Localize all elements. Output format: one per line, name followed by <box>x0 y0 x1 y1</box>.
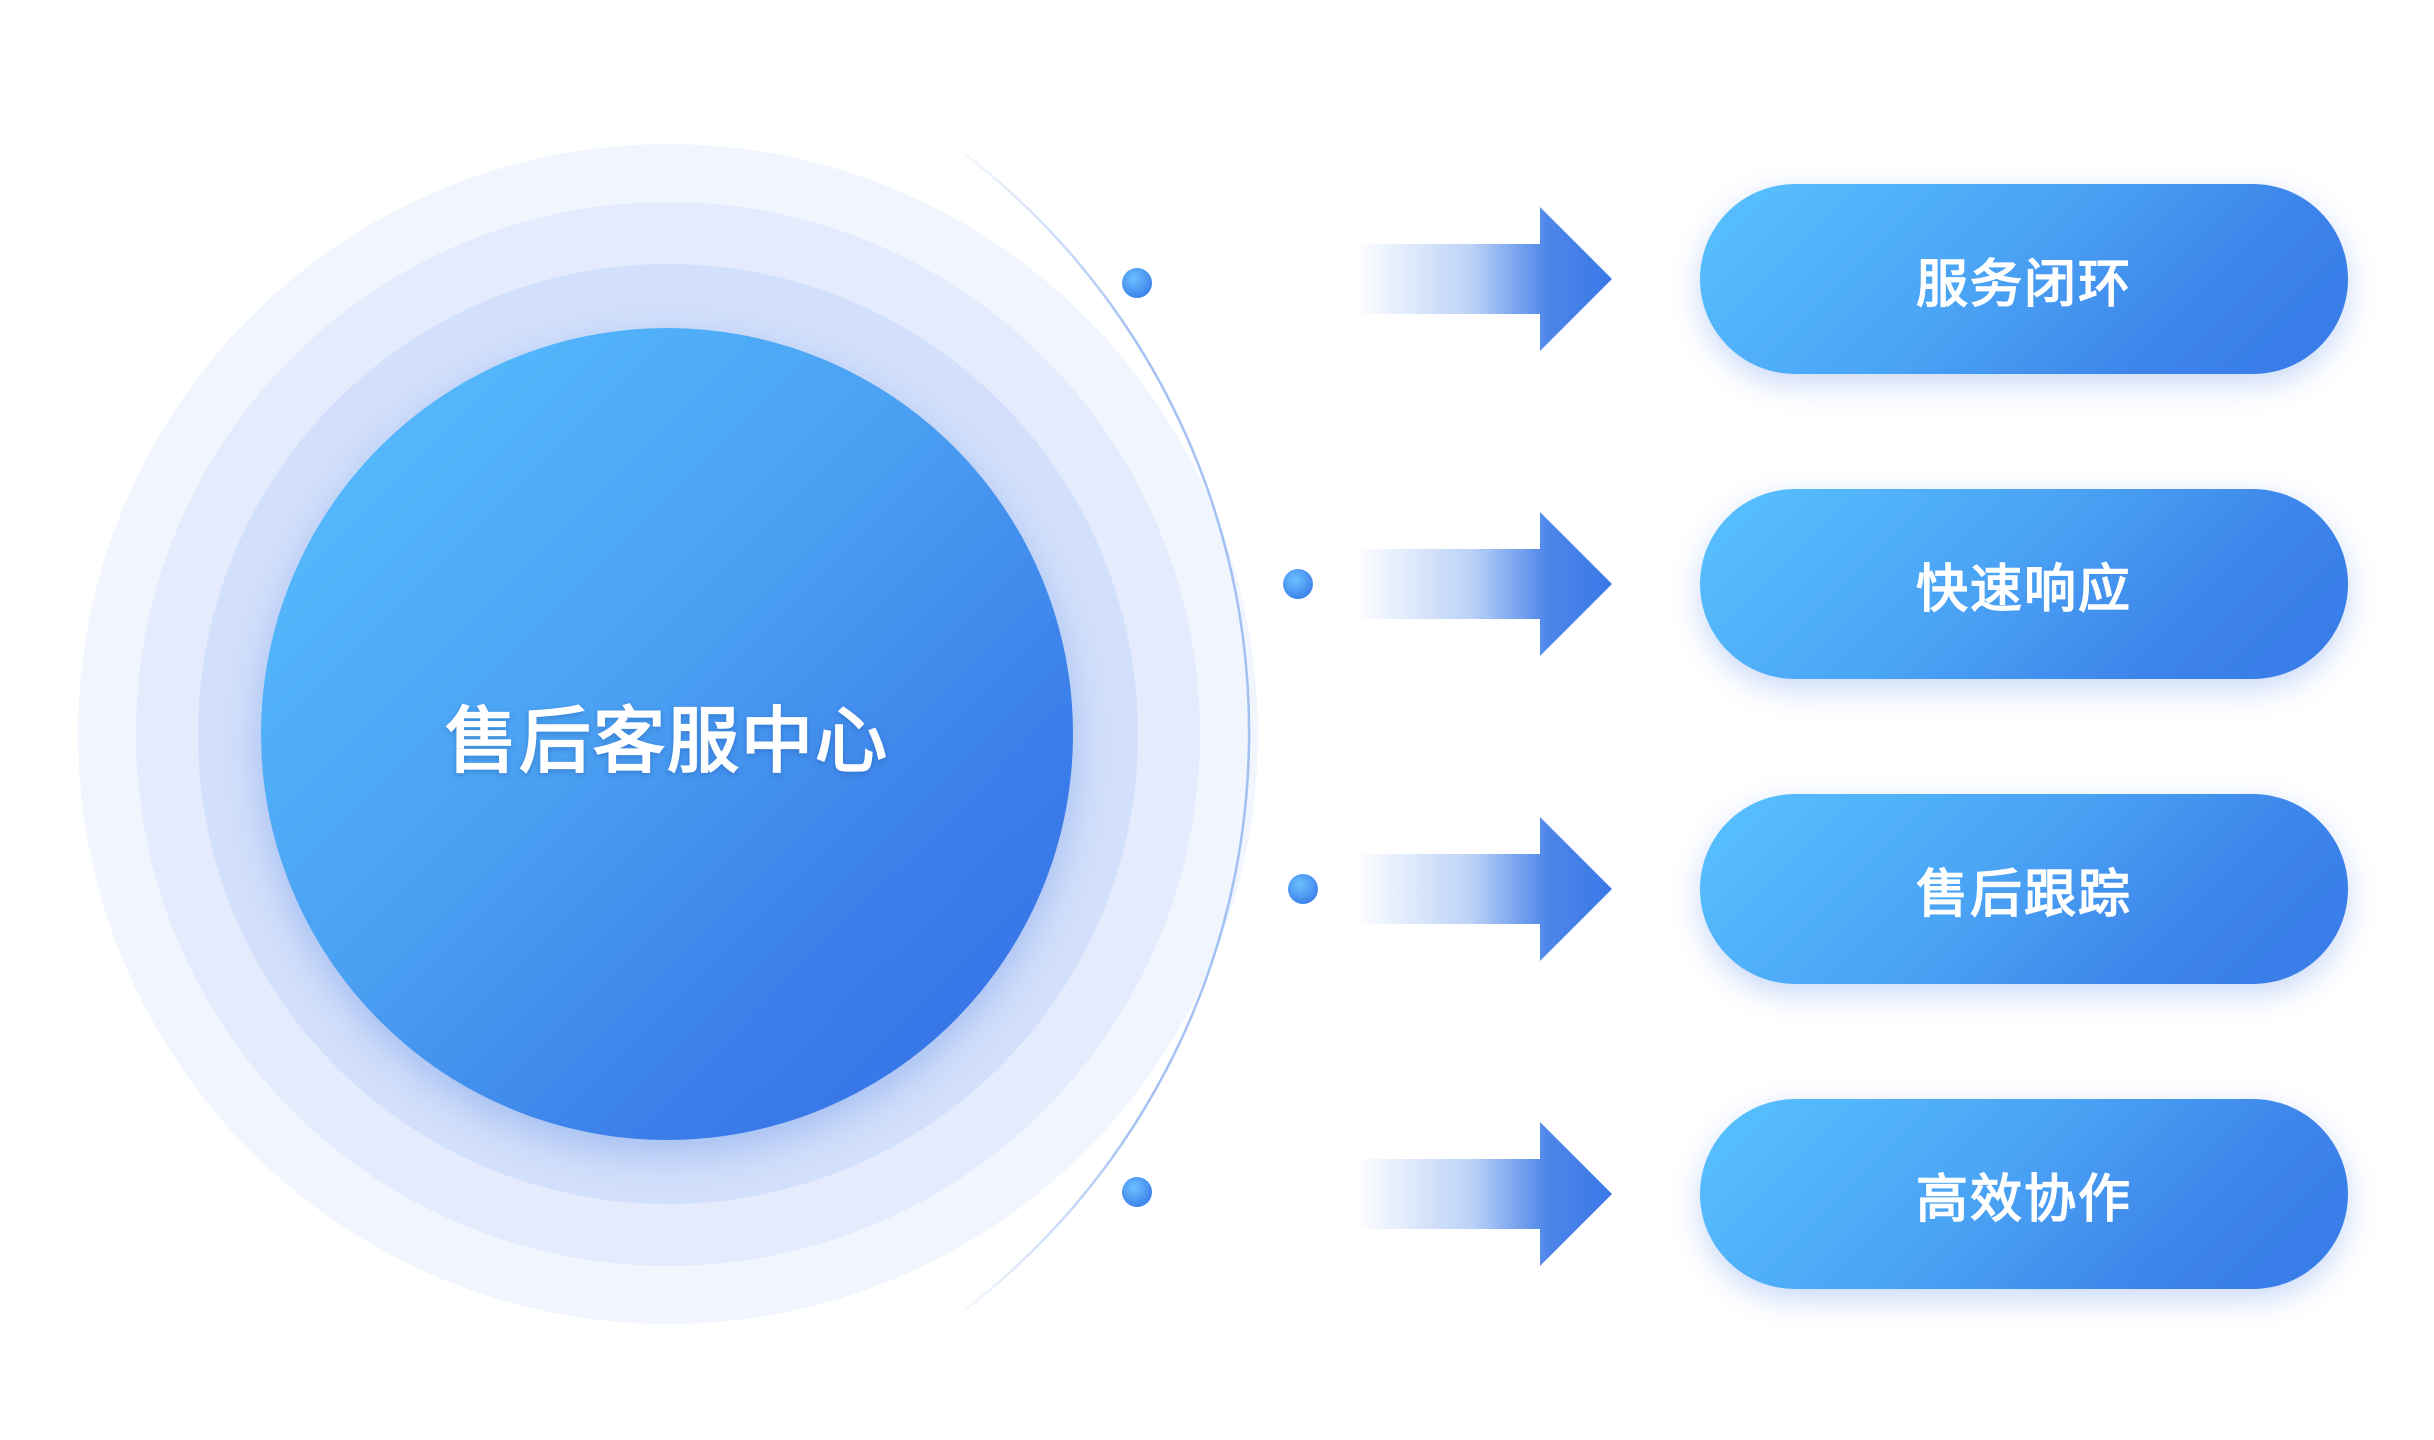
arrow-4 <box>1355 1122 1612 1266</box>
item-label-3: 售后跟踪 <box>1915 864 2132 925</box>
center-circle <box>261 328 1073 1140</box>
connector-dot-2 <box>1283 569 1313 599</box>
center-label: 售后客服中心 <box>444 698 889 783</box>
item-pill-1: 服务闭环 <box>1700 184 2348 374</box>
item-pill-4: 高效协作 <box>1700 1099 2348 1289</box>
item-pill-3: 售后跟踪 <box>1700 794 2348 984</box>
item-label-4: 高效协作 <box>1915 1169 2132 1230</box>
connector-dot-3 <box>1288 874 1318 904</box>
connector-dot-1 <box>1122 268 1152 298</box>
arrow-3 <box>1355 817 1612 961</box>
item-label-2: 快速响应 <box>1915 559 2132 620</box>
connector-arc <box>964 153 1251 1311</box>
arrow-2 <box>1355 512 1612 656</box>
arrow-1 <box>1355 207 1612 351</box>
connector-dot-4 <box>1122 1177 1152 1207</box>
item-pill-2: 快速响应 <box>1700 489 2348 679</box>
item-label-1: 服务闭环 <box>1915 254 2132 315</box>
